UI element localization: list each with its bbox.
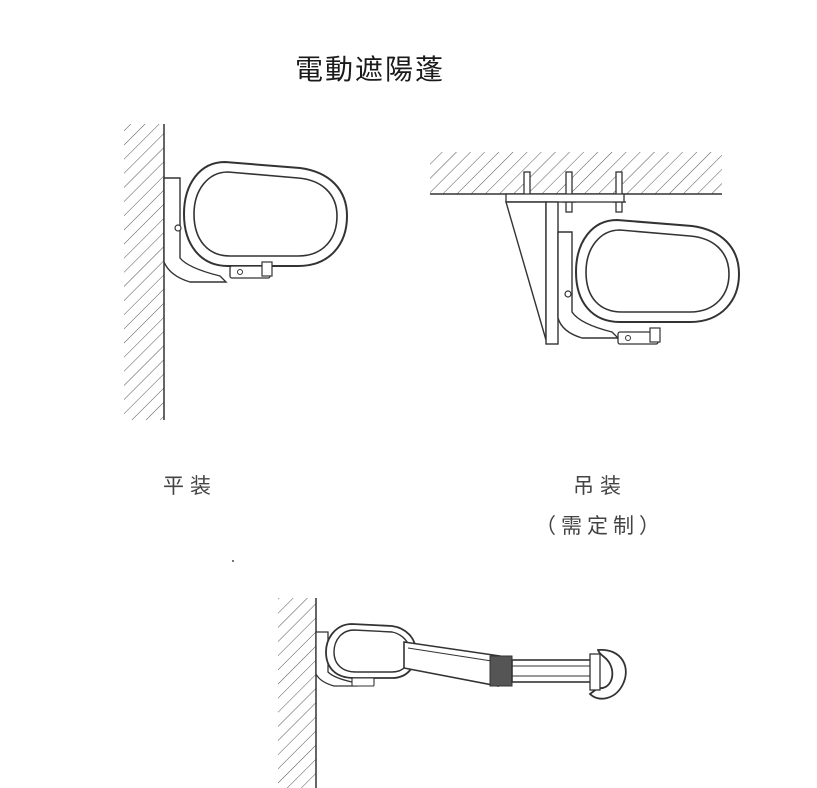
- arm-elbow-joint: [489, 655, 513, 687]
- bracket-screw: [564, 290, 572, 298]
- front-bar-cap: [589, 653, 601, 691]
- ceiling-mount-diagram: [430, 152, 741, 345]
- bracket-screw: [174, 224, 182, 232]
- cassette-housing-outer: [182, 160, 349, 267]
- caption-custom-note: （需定制）: [535, 514, 665, 538]
- wall-bracket: [163, 177, 228, 283]
- end-cap: [351, 677, 375, 687]
- cassette-housing-outer: [574, 218, 741, 323]
- wall-mount-diagram: [124, 124, 349, 420]
- arm-section-1: [403, 641, 501, 687]
- end-cap-pin: [237, 269, 243, 275]
- wall-hatch: [278, 598, 316, 788]
- front-bar: [588, 649, 627, 700]
- ceiling-hatch: [430, 152, 722, 194]
- hanging-bracket: [505, 201, 547, 341]
- cassette-housing-outer: [325, 623, 417, 679]
- plate-bracket: [557, 231, 620, 339]
- end-cap-lug: [649, 327, 661, 343]
- arm-section-1-edge: [407, 647, 499, 663]
- ceiling-plate: [505, 193, 625, 203]
- end-cap-pin: [625, 335, 631, 341]
- cassette-housing-inner: [193, 171, 338, 257]
- cassette-housing-inner: [585, 229, 730, 313]
- caption-ceiling-mount: 吊装: [573, 474, 627, 498]
- extended-awning-diagram: [278, 598, 627, 788]
- caption-wall-mount: 平装: [163, 474, 217, 498]
- mounting-plate: [545, 201, 559, 345]
- arm-section-2: [511, 659, 593, 683]
- page-title: 電動遮陽蓬: [294, 53, 445, 86]
- wall-hatch: [124, 124, 164, 420]
- stray-dot: [232, 560, 234, 562]
- end-cap-lug: [261, 261, 273, 277]
